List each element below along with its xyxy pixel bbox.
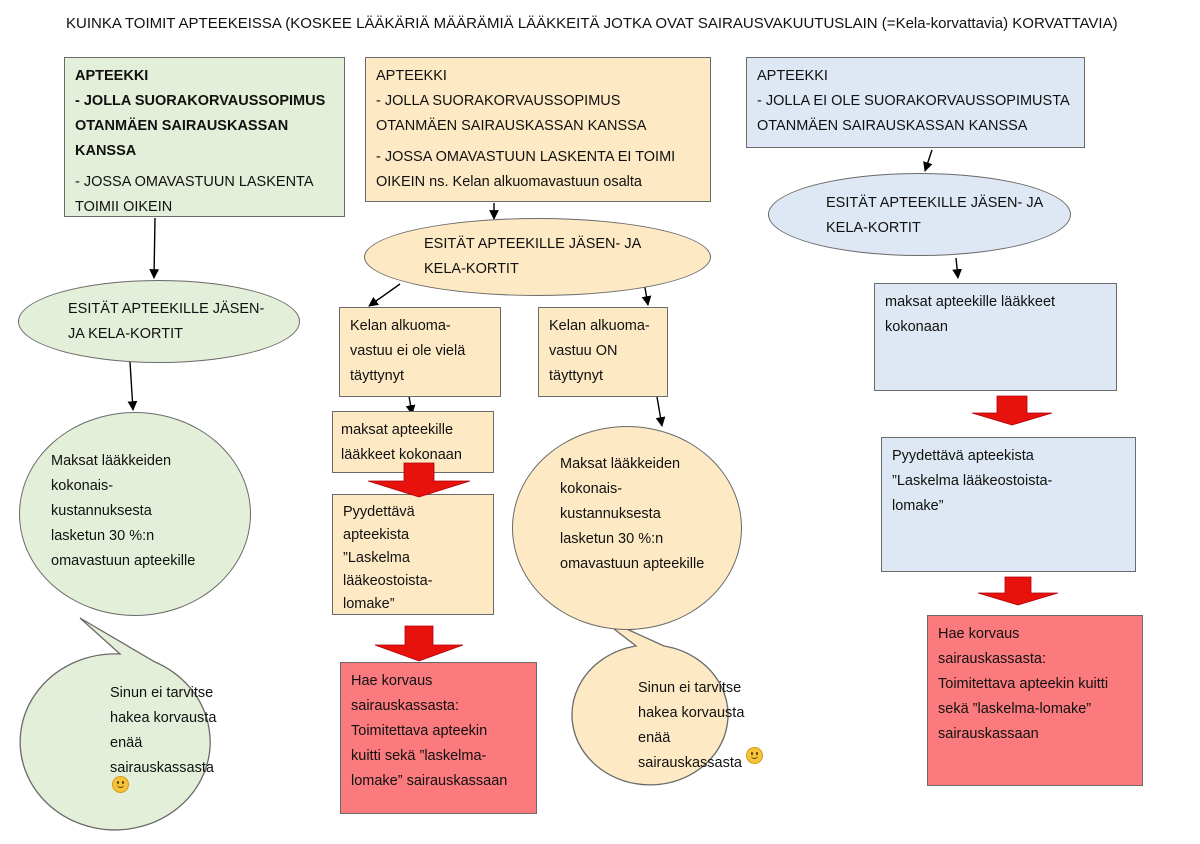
col1-pharmacy-box: APTEEKKI - JOLLA SUORAKORVAUSSOPIMUS OTA… [64,57,345,217]
red-arrow-col2-request-to-claim [374,625,464,662]
col3-pharmacy-box: APTEEKKI - JOLLA EI OLE SUORAKORVAUSSOPI… [746,57,1085,148]
col2-box-agreement: - JOLLA SUORAKORVAUSSOPIMUS OTANMÄEN SAI… [376,93,647,134]
speech-bubble-left [19,617,211,831]
col2-box-heading: APTEEKKI [376,68,447,84]
red-arrow-col3-request-to-claim [977,576,1059,606]
page-title: KUINKA TOIMIT APTEEKEISSA (KOSKEE LÄÄKÄR… [66,15,1118,32]
arrow-col3-ellipse-to-pay [952,257,962,279]
col3-present-cards-text: ESITÄT APTEEKILLE JÄSEN- JA KELA-KORTIT [826,195,1044,236]
col3-present-cards-ellipse [768,173,1071,256]
arrow-col3-box-to-ellipse [923,149,933,172]
col1-box-agreement: - JOLLA SUORAKORVAUSSOPIMUS OTANMÄEN SAI… [75,93,326,159]
col1-payment-text: Maksat lääkkeiden kokonais- kustannukses… [51,453,196,569]
speech-bubble-middle [571,614,729,786]
col3-box-heading: APTEEKKI [757,68,828,84]
col2-present-cards-text: ESITÄT APTEEKILLE JÄSEN- JA KELA-KORTIT [424,236,642,277]
red-arrow-col3-pay-to-request [971,395,1053,426]
col2-bubble-text: Sinun ei tarvitse hakea korvausta enää s… [638,680,745,771]
col3-box-agreement: - JOLLA EI OLE SUORAKORVAUSSOPIMUSTA OTA… [757,93,1069,134]
col2-payment-circle [512,426,742,630]
col2-payment-text: Maksat lääkkeiden kokonais- kustannukses… [560,456,705,572]
col1-present-cards-ellipse [18,280,300,363]
col2-box-calculation: - JOSSA OMAVASTUUN LASKENTA EI TOIMI OIK… [376,149,676,190]
col2-filled-box: Kelan alkuoma- vastuu ON täyttynyt [538,307,668,397]
col2-claim-box: Hae korvaus sairauskassasta: Toimitettav… [340,662,537,814]
smiley-icon [112,776,129,793]
col1-bubble-text: Sinun ei tarvitse hakea korvausta enää s… [110,685,217,776]
col3-claim-box: Hae korvaus sairauskassasta: Toimitettav… [927,615,1143,786]
col2-request-box: Pyydettävä apteekista ”Laskelma lääkeost… [332,494,494,615]
col3-pay-full-box: maksat apteekille lääkkeet kokonaan [874,283,1117,391]
arrow-col2-ellipse-to-notfilled [368,283,401,307]
arrow-col2-filled-to-circle [655,396,666,427]
col2-not-filled-box: Kelan alkuoma- vastuu ei ole vielä täytt… [339,307,501,397]
col1-box-heading: APTEEKKI [75,68,149,84]
col2-pay-full-box: maksat apteekille lääkkeet kokonaan [332,411,494,473]
col1-present-cards-text: ESITÄT APTEEKILLE JÄSEN- JA KELA-KORTIT [68,301,265,342]
red-arrow-col2-pay-to-request [367,462,471,498]
col2-pharmacy-box: APTEEKKI - JOLLA SUORAKORVAUSSOPIMUS OTA… [365,57,711,202]
col3-request-box: Pyydettävä apteekista ”Laskelma lääkeost… [881,437,1136,572]
col1-box-calculation: - JOSSA OMAVASTUUN LASKENTA TOIMII OIKEI… [75,174,313,215]
arrow-col1-ellipse-to-circle [127,361,138,411]
col2-present-cards-ellipse [364,218,711,296]
smiley-icon [746,747,763,764]
col1-payment-circle [19,412,251,616]
arrow-col1-box-to-ellipse [149,217,160,279]
